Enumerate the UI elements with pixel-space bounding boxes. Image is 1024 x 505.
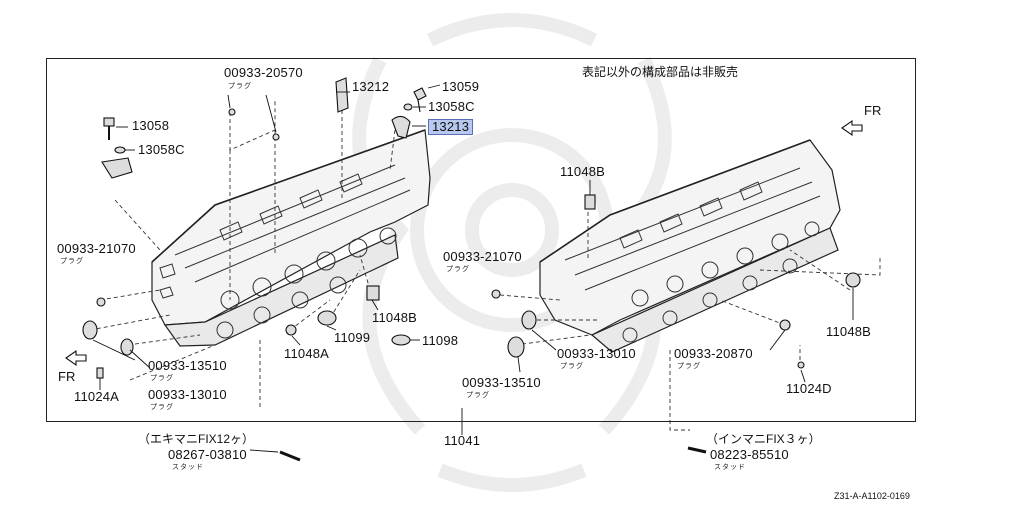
part-label[interactable]: 13058C (138, 142, 185, 157)
part-label[interactable]: 11041 (444, 433, 481, 448)
part-label[interactable]: 00933-21070 (57, 241, 136, 256)
left-head-details (159, 164, 411, 339)
reference-code: Z31-A-A1102-0169 (834, 491, 910, 501)
part-sublabel: プラグ (150, 375, 174, 382)
part-sublabel: プラグ (228, 83, 252, 90)
part-label[interactable]: 11024D (786, 381, 832, 396)
part-sublabel: スタッド (172, 464, 204, 471)
right-head-details (564, 167, 821, 343)
part-sublabel: プラグ (560, 363, 584, 370)
part-label[interactable]: 08267-03810 (168, 447, 247, 462)
part-sublabel: プラグ (150, 404, 174, 411)
not-sold-note: 表記以外の構成部品は非販売 (582, 65, 739, 79)
part-label[interactable]: 11048B (826, 324, 872, 339)
fr-label-right: FR (864, 103, 882, 118)
part-label[interactable]: 11048A (284, 346, 330, 361)
part-label[interactable]: 11048B (560, 164, 606, 179)
part-label[interactable]: 11024A (74, 389, 120, 404)
part-label[interactable]: 00933-20870 (674, 346, 753, 361)
part-label[interactable]: 00933-21070 (443, 249, 522, 264)
part-sublabel: プラグ (466, 392, 490, 399)
part-label[interactable]: 11098 (422, 333, 459, 348)
part-label[interactable]: 11048B (372, 310, 418, 325)
part-label[interactable]: 00933-13010 (148, 387, 227, 402)
part-label[interactable]: 13058 (132, 118, 170, 133)
part-label[interactable]: 13058C (428, 99, 475, 114)
part-label[interactable]: 00933-13510 (462, 375, 541, 390)
part-label-highlighted[interactable]: 13213 (428, 119, 474, 135)
part-sublabel: プラグ (60, 258, 84, 265)
part-label[interactable]: 00933-13510 (148, 358, 227, 373)
part-label[interactable]: 00933-13010 (557, 346, 636, 361)
part-glyphs (82, 77, 861, 462)
part-sublabel: プラグ (446, 266, 470, 273)
leader-lines (92, 84, 854, 453)
stud-caption: （インマニFIX３ヶ） (706, 432, 821, 446)
part-label[interactable]: 00933-20570 (224, 65, 303, 80)
right-cylinder-head (539, 139, 841, 353)
part-label[interactable]: 13059 (442, 79, 480, 94)
stud-caption: （エキマニFIX12ヶ） (138, 432, 255, 446)
dashed-guides (89, 96, 881, 431)
diagram-frame (46, 58, 916, 422)
fr-label-left: FR (58, 369, 76, 384)
fr-arrow-icons (65, 119, 863, 367)
part-label[interactable]: 11099 (334, 330, 371, 345)
part-sublabel: スタッド (714, 464, 746, 471)
part-sublabel: プラグ (677, 363, 701, 370)
part-label[interactable]: 13212 (352, 79, 390, 94)
part-label[interactable]: 08223-85510 (710, 447, 789, 462)
